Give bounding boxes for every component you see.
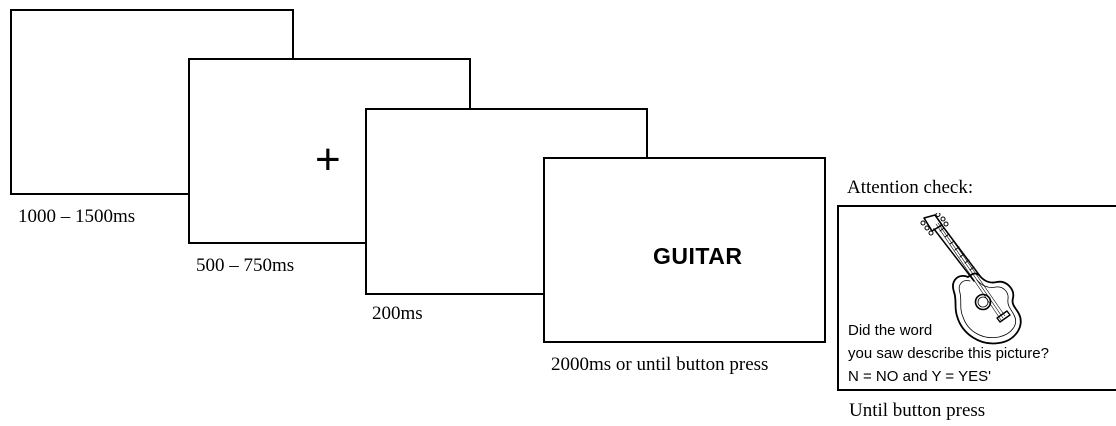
word-screen: GUITAR — [543, 157, 826, 343]
question-line-1: Did the word — [848, 323, 932, 338]
guitar-icon — [917, 213, 1047, 351]
attention-check-duration: Until button press — [849, 401, 985, 420]
blank-screen-1-duration: 1000 – 1500ms — [18, 207, 135, 226]
fixation-cross: + — [315, 138, 341, 182]
word-screen-duration: 2000ms or until button press — [551, 355, 768, 374]
question-line-3: N = NO and Y = YES' — [848, 369, 991, 384]
word-stimulus: GUITAR — [653, 245, 742, 268]
blank-screen-2-duration: 200ms — [372, 304, 423, 323]
attention-check-screen: Did the word you saw describe this pictu… — [837, 205, 1116, 391]
fixation-screen-duration: 500 – 750ms — [196, 256, 294, 275]
attention-check-title: Attention check: — [847, 178, 973, 197]
question-line-2: you saw describe this picture? — [848, 346, 1049, 361]
